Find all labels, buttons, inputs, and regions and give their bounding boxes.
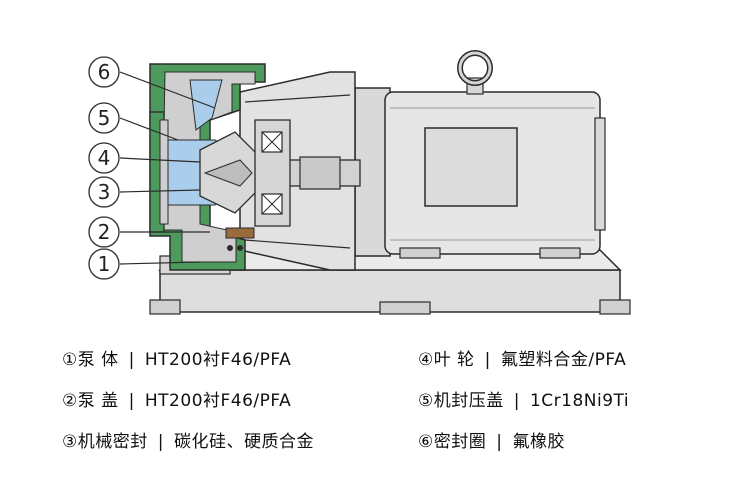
legend-item-impeller: ④叶 轮 | 氟塑料合金/PFA [418, 345, 626, 370]
callout-2 [88, 216, 120, 248]
legend-separator: | [484, 350, 491, 370]
legend-part-name: ③机械密封 [62, 432, 148, 452]
callout-1 [88, 248, 120, 280]
callout-3 [88, 176, 120, 208]
legend-material: 氟橡胶 [512, 432, 565, 452]
callout-1-label: 1 [98, 252, 111, 276]
callout-6 [88, 56, 120, 88]
legend-material: 氟塑料合金/PFA [500, 350, 627, 370]
legend-item-seal-gland: ⑤机封压盖 | 1Cr18Ni9Ti [418, 386, 629, 411]
impeller [199, 131, 259, 214]
callout-3-label: 3 [98, 180, 111, 204]
legend-part-name: ①泵 体 [62, 350, 119, 370]
legend-part-name: ⑥密封圈 [418, 432, 487, 452]
legend-material: HT200衬F46/PFA [144, 350, 292, 370]
legend-material: HT200衬F46/PFA [144, 391, 292, 411]
legend-part-name: ②泵 盖 [62, 391, 119, 411]
legend-part-name: ④叶 轮 [418, 350, 475, 370]
legend-separator: | [496, 432, 503, 452]
callout-4 [88, 142, 120, 174]
legend-separator: | [513, 391, 520, 411]
legend-material: 1Cr18Ni9Ti [529, 391, 630, 411]
legend-part-name: ⑤机封压盖 [418, 391, 504, 411]
callout-5 [88, 102, 120, 134]
callout-2-label: 2 [98, 220, 111, 244]
legend-item-mechanical-seal: ③机械密封 | 碳化硅、硬质合金 [62, 427, 314, 452]
leader-lines [119, 71, 216, 265]
pump-cross-section-diagram: 6 5 4 3 2 1 [88, 50, 631, 315]
legend-item-seal-ring: ⑥密封圈 | 氟橡胶 [418, 427, 565, 452]
callout-4-label: 4 [98, 146, 111, 170]
legend-item-pump-cover: ②泵 盖 | HT200衬F46/PFA [62, 386, 291, 411]
pump-cover [225, 119, 291, 251]
motor [354, 50, 606, 259]
legend-separator: | [128, 350, 135, 370]
callout-5-label: 5 [98, 106, 111, 130]
legend-material: 碳化硅、硬质合金 [173, 432, 314, 452]
callout-markers: 6 5 4 3 2 1 [88, 56, 120, 280]
legend-item-pump-body: ①泵 体 | HT200衬F46/PFA [62, 345, 291, 370]
legend-separator: | [128, 391, 135, 411]
legend-separator: | [157, 432, 164, 452]
callout-6-label: 6 [98, 60, 111, 84]
